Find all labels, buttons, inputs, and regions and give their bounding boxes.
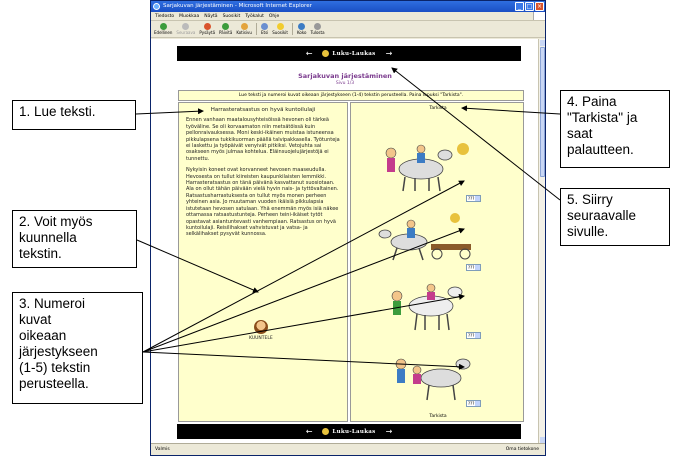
menu-favorites[interactable]: Suosikit	[222, 14, 241, 19]
order-select-4[interactable]: ???	[466, 400, 481, 407]
logo-icon	[322, 428, 330, 435]
back-arrow-icon[interactable]: ←	[305, 427, 313, 436]
order-select-1[interactable]: ???	[466, 195, 481, 202]
page-title: Sarjakuvan järjestäminen	[298, 72, 392, 80]
article-paragraph: Ennen vanhaan maatalousyhteisöissä hevon…	[186, 117, 340, 162]
comic-picture-2	[378, 213, 471, 261]
toolbar-divider	[291, 23, 293, 35]
scroll-thumb[interactable]	[540, 47, 545, 177]
listen-button[interactable]: KUUNTELE	[249, 320, 273, 342]
windows-flag-icon	[533, 12, 545, 20]
window-title: Sarjakuvan järjestäminen - Microsoft Int…	[163, 3, 312, 9]
status-bar: Valmis Oma tietokone	[151, 443, 545, 455]
instruction-text: Lue teksti ja numeroi kuvat oikeaan järj…	[178, 90, 524, 101]
callout-check: 4. Paina "Tarkista" ja saat palautteen.	[560, 90, 670, 168]
speaker-icon	[253, 320, 268, 334]
comic-picture-1	[385, 143, 469, 192]
menu-bar: Tiedosto Muokkaa Näytä Suosikit Työkalut…	[151, 12, 545, 21]
menu-view[interactable]: Näytä	[204, 14, 218, 19]
refresh-button[interactable]: Päivitä	[219, 23, 232, 35]
ie-logo-icon	[153, 3, 160, 10]
bottom-navbar: ← Luku-Laukas →	[177, 424, 521, 439]
search-label: Etsi	[260, 30, 269, 35]
print-button[interactable]: Tulosta	[310, 23, 325, 35]
article-title: Harrasteratsastus on hyvä kuntoilulaji	[210, 107, 316, 113]
fullscreen-button[interactable]: Koko	[296, 23, 307, 35]
vertical-scrollbar[interactable]	[538, 39, 545, 444]
maximize-button[interactable]: □	[525, 2, 534, 11]
fullscreen-label: Koko	[296, 30, 307, 35]
refresh-label: Päivitä	[219, 30, 233, 35]
forward-label: Seuraava	[176, 30, 196, 35]
check-button-bottom[interactable]: Tarkista	[429, 414, 447, 419]
close-button[interactable]: ×	[535, 2, 544, 11]
comic-picture-3	[391, 283, 463, 331]
back-button[interactable]: Edellinen	[154, 23, 172, 35]
minimize-button[interactable]: _	[515, 2, 524, 11]
text-panel: Harrasteratsastus on hyvä kuntoilulaji E…	[178, 102, 348, 422]
stop-button[interactable]: Pysäytä	[199, 23, 215, 35]
order-select-2[interactable]: ???	[466, 264, 481, 271]
callout-next-page: 5. Siirry seuraavalle sivulle.	[560, 188, 670, 246]
back-arrow-icon[interactable]: ←	[305, 49, 313, 58]
forward-button[interactable]: Seuraava	[176, 23, 195, 35]
menu-file[interactable]: Tiedosto	[155, 14, 175, 19]
toolbar: Edellinen Seuraava Pysäytä Päivitä Kotis…	[151, 21, 545, 38]
home-label: Kotisivu	[236, 30, 252, 35]
logo-text: Luku-Laukas	[332, 428, 376, 435]
print-label: Tulosta	[310, 30, 325, 35]
menu-edit[interactable]: Muokkaa	[179, 14, 200, 19]
picture-panel: Tarkista ??? ???	[350, 102, 524, 422]
scroll-up-button[interactable]	[540, 40, 545, 46]
back-label: Edellinen	[154, 30, 173, 35]
title-bar: Sarjakuvan järjestäminen - Microsoft Int…	[151, 1, 545, 12]
callout-listen: 2. Voit myös kuunnella tekstin.	[12, 210, 137, 268]
page-subtitle: Sivu 1/3	[335, 81, 355, 86]
menu-tools[interactable]: Työkalut	[245, 14, 264, 19]
favorites-button[interactable]: Suosikit	[272, 23, 288, 35]
check-button-top[interactable]: Tarkista	[429, 106, 447, 111]
favorites-label: Suosikit	[272, 30, 288, 35]
forward-arrow-icon[interactable]: →	[385, 49, 393, 58]
logo-text: Luku-Laukas	[332, 50, 376, 57]
page-content: ← Luku-Laukas → Sarjakuvan järjestäminen…	[151, 39, 539, 444]
listen-label: KUUNTELE	[249, 336, 273, 341]
site-logo: Luku-Laukas	[322, 428, 375, 435]
callout-number-pictures: 3. Numeroi kuvat oikeaan järjestykseen (…	[12, 292, 143, 404]
logo-icon	[322, 50, 330, 57]
order-select-3[interactable]: ???	[466, 332, 481, 339]
callout-read-text: 1. Lue teksti.	[12, 100, 136, 130]
status-zone: Oma tietokone	[505, 447, 539, 452]
site-logo: Luku-Laukas	[322, 50, 375, 57]
toolbar-divider	[255, 23, 257, 35]
top-navbar: ← Luku-Laukas →	[177, 46, 521, 61]
menu-help[interactable]: Ohje	[268, 14, 280, 19]
browser-window: Sarjakuvan järjestäminen - Microsoft Int…	[150, 0, 546, 456]
search-button[interactable]: Etsi	[261, 23, 268, 35]
forward-arrow-icon[interactable]: →	[385, 427, 393, 436]
stop-label: Pysäytä	[199, 30, 216, 35]
article-paragraph: Nykyisin koneet ovat korvanneet hevosen …	[186, 167, 339, 238]
home-button[interactable]: Kotisivu	[236, 23, 252, 35]
scroll-down-button[interactable]	[540, 437, 545, 443]
comic-picture-4	[395, 358, 471, 401]
status-text: Valmis	[155, 447, 170, 452]
